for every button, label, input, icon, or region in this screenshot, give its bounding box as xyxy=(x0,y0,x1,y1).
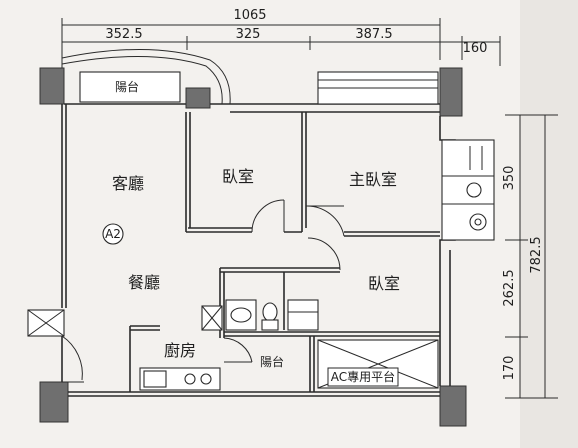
room-label-balcony-top: 陽台 xyxy=(115,79,139,94)
room-label-living: 客廳 xyxy=(112,174,144,193)
top-balcony xyxy=(61,48,439,105)
entrance-box xyxy=(27,309,65,337)
dim-seg3: 387.5 xyxy=(355,27,392,42)
dim-seg4: 160 xyxy=(463,41,488,56)
master-bathroom xyxy=(441,139,495,241)
kitchen-fixtures xyxy=(139,367,221,391)
walls xyxy=(39,67,467,427)
dimension-lines xyxy=(61,18,558,399)
room-label-bedroom-1: 臥室 xyxy=(222,167,254,186)
doors xyxy=(61,199,345,383)
unit-marker-label: A2 xyxy=(105,227,121,241)
common-bathroom xyxy=(201,299,319,331)
dim-seg1: 352.5 xyxy=(105,27,142,42)
ac-platform xyxy=(317,339,439,389)
dim-v2: 782.5 xyxy=(529,236,544,273)
room-label-bedroom-2: 臥室 xyxy=(368,274,400,293)
room-label-ac-platform: AC專用平台 xyxy=(331,369,395,384)
dim-v3: 262.5 xyxy=(502,269,517,306)
interior-walls xyxy=(129,112,440,392)
paper-edge xyxy=(520,0,578,448)
room-label-balcony-bottom: 陽台 xyxy=(260,354,284,369)
dim-total-width: 1065 xyxy=(233,8,266,23)
unit-marker-icon xyxy=(102,223,124,245)
dim-v1: 350 xyxy=(502,166,517,191)
dim-v4: 170 xyxy=(502,356,517,381)
room-label-dining: 餐廳 xyxy=(128,273,160,292)
dim-seg2: 325 xyxy=(236,27,261,42)
room-label-master-bedroom: 主臥室 xyxy=(349,170,397,189)
room-label-kitchen: 廚房 xyxy=(164,341,196,360)
